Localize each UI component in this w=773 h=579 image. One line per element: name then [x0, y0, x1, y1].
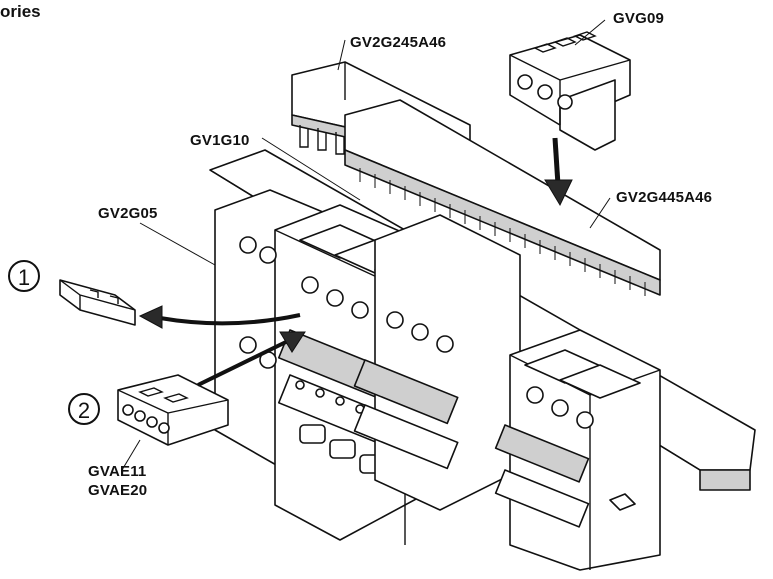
leader-lines [121, 19, 611, 471]
label-gv1g10: GV1G10 [190, 132, 250, 149]
label-gvae11: GVAE11 [88, 463, 147, 480]
step-1-marker: 1 [8, 260, 40, 292]
insert-arrow [544, 137, 573, 207]
page-title: ories [0, 2, 41, 21]
removal-arrow [138, 305, 301, 329]
label-gvg09: GVG09 [613, 10, 665, 27]
aux-contact-block [117, 374, 229, 446]
step-2-marker: 2 [68, 393, 100, 425]
label-gv2g245a46: GV2G245A46 [350, 34, 447, 51]
label-gvae20: GVAE20 [88, 482, 148, 499]
cap-gv2g05 [59, 279, 136, 326]
label-gv2g445a46: GV2G445A46 [616, 189, 713, 206]
circuit-breaker-right [494, 329, 661, 571]
insertion-arrow [197, 331, 306, 387]
label-gv2g05: GV2G05 [98, 205, 158, 222]
busbar-gv2g445a46 [344, 99, 661, 296]
circuit-breaker-middle [353, 214, 521, 511]
terminal-cover-gvg09 [509, 31, 631, 151]
